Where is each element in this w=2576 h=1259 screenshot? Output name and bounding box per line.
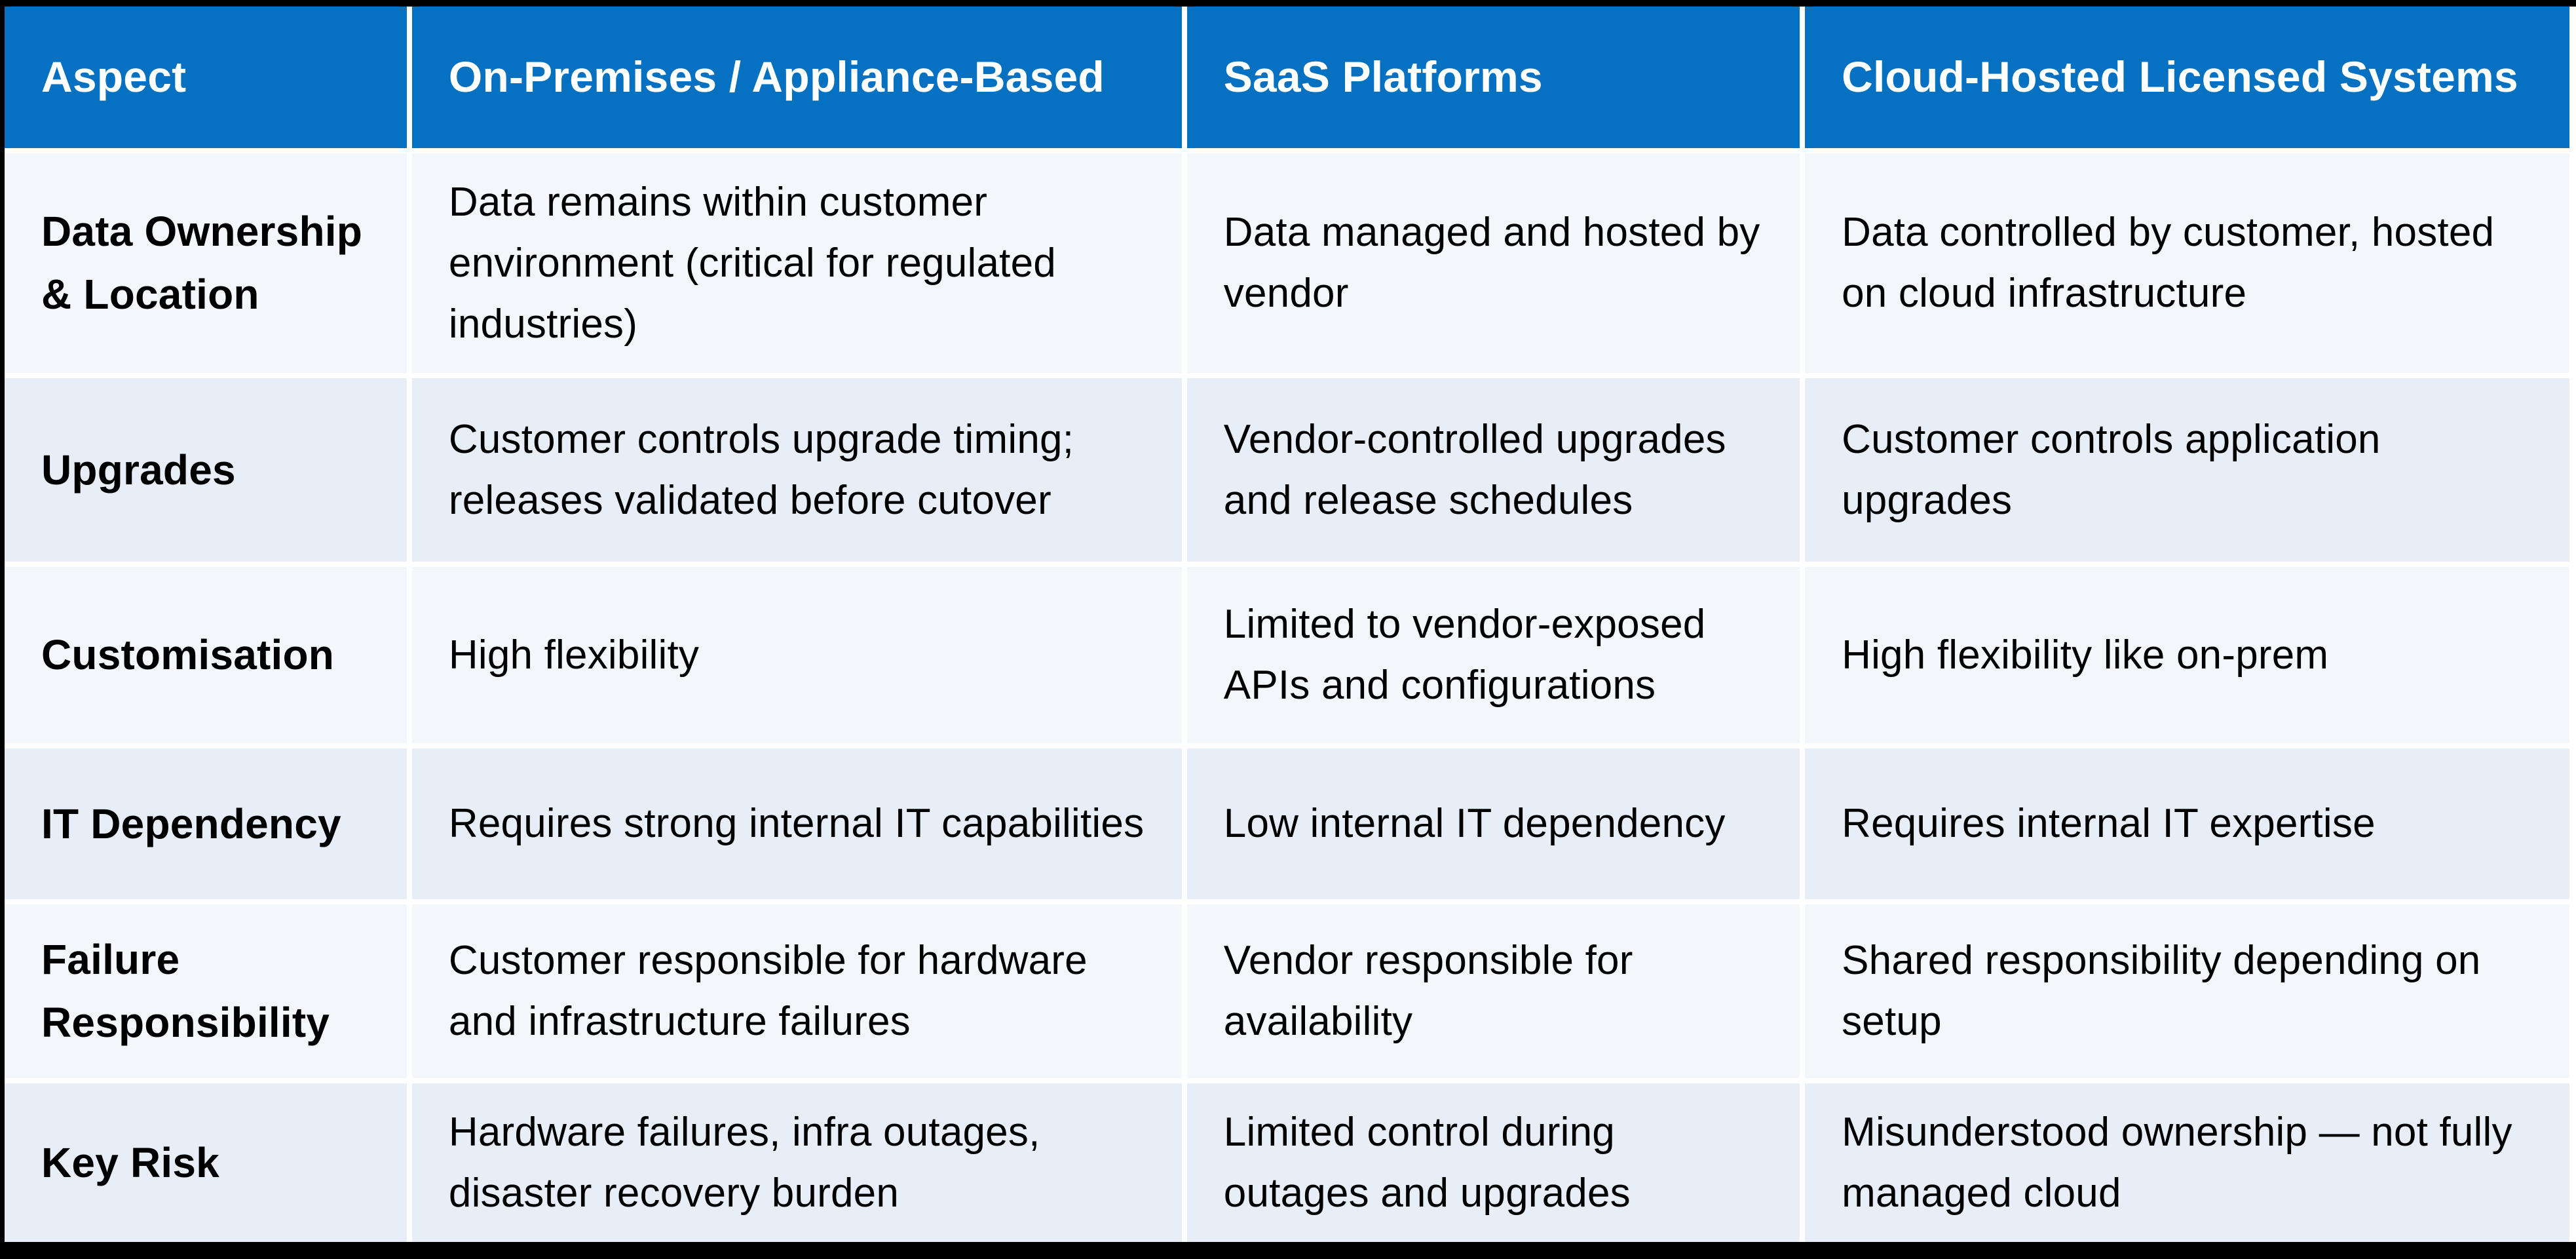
cell-customisation-cloud: High flexibility like on-prem [1805,567,2569,743]
cell-it-dependency-on-prem: Requires strong internal IT capabilities [411,748,1182,899]
row-label-data-ownership: Data Ownership & Location [5,153,407,373]
cell-upgrades-saas: Vendor-controlled upgrades and release s… [1186,378,1800,562]
cell-failure-responsibility-on-prem: Customer responsible for hardware and in… [411,904,1182,1078]
cell-data-ownership-saas: Data managed and hosted by vendor [1186,153,1800,373]
cell-data-ownership-on-prem: Data remains within customer environment… [411,153,1182,373]
comparison-table: Aspect On-Premises / Appliance-Based Saa… [5,7,2576,1242]
cell-it-dependency-saas: Low internal IT dependency [1186,748,1800,899]
cell-customisation-on-prem: High flexibility [411,567,1182,743]
column-header-saas: SaaS Platforms [1186,7,1800,148]
cell-upgrades-on-prem: Customer controls upgrade timing; releas… [411,378,1182,562]
row-label-key-risk: Key Risk [5,1083,407,1242]
cell-failure-responsibility-cloud: Shared responsibility depending on setup [1805,904,2569,1078]
column-header-aspect: Aspect [5,7,407,148]
cell-upgrades-cloud: Customer controls application upgrades [1805,378,2569,562]
column-header-cloud: Cloud-Hosted Licensed Systems [1805,7,2569,148]
column-header-on-prem: On-Premises / Appliance-Based [411,7,1182,148]
row-label-upgrades: Upgrades [5,378,407,562]
cell-customisation-saas: Limited to vendor-exposed APIs and confi… [1186,567,1800,743]
cell-failure-responsibility-saas: Vendor responsible for availability [1186,904,1800,1078]
row-label-failure-responsibility: Failure Responsibility [5,904,407,1078]
cell-key-risk-on-prem: Hardware failures, infra outages, disast… [411,1083,1182,1242]
row-label-it-dependency: IT Dependency [5,748,407,899]
cell-key-risk-cloud: Misunderstood ownership — not fully mana… [1805,1083,2569,1242]
table-grid: Aspect On-Premises / Appliance-Based Saa… [5,7,2569,1242]
row-label-customisation: Customisation [5,567,407,743]
cell-key-risk-saas: Limited control during outages and upgra… [1186,1083,1800,1242]
cell-it-dependency-cloud: Requires internal IT expertise [1805,748,2569,899]
cell-data-ownership-cloud: Data controlled by customer, hosted on c… [1805,153,2569,373]
